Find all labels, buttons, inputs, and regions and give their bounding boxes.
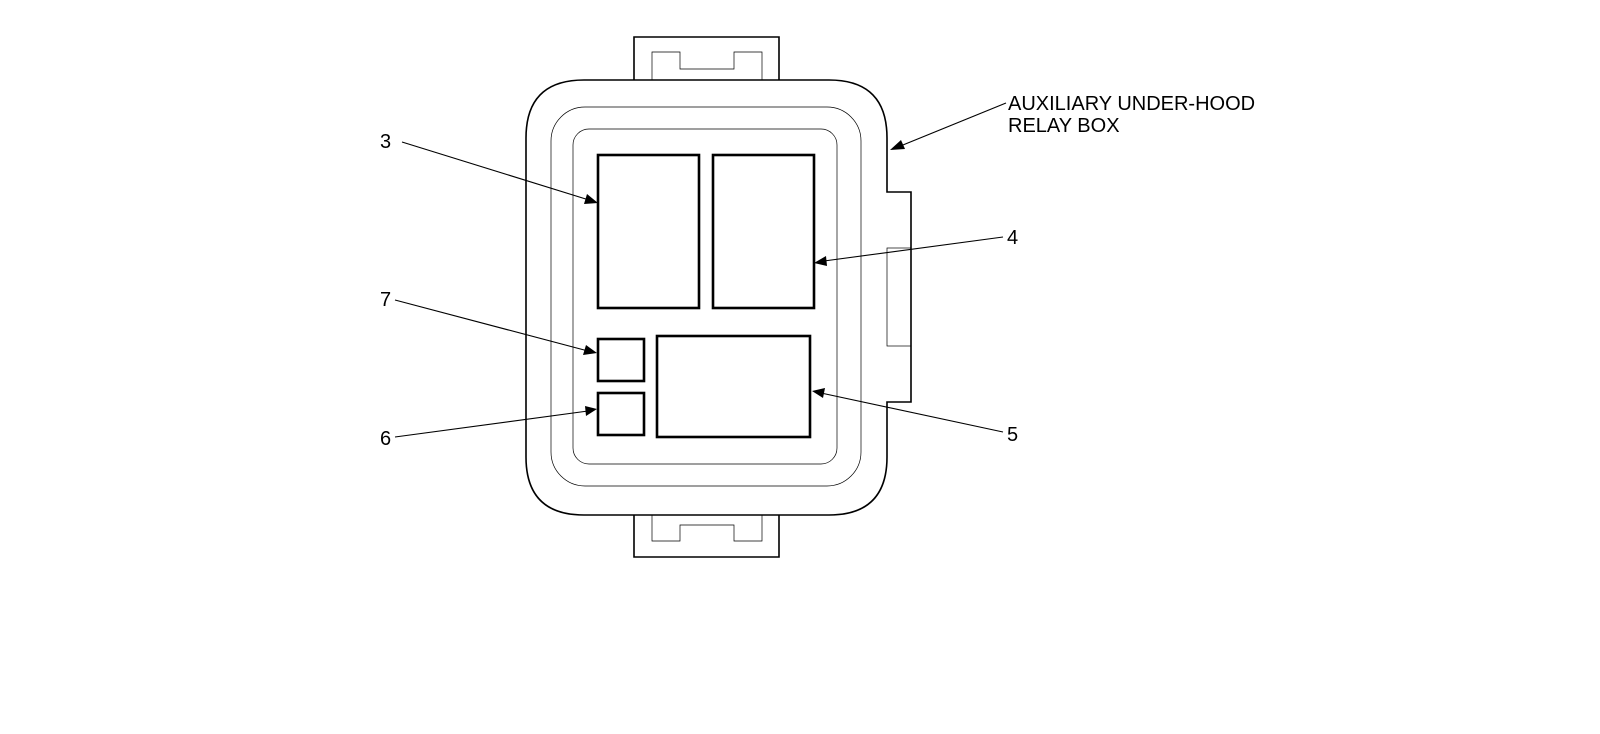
relay-slot-3 bbox=[596, 153, 701, 310]
leader-line-box bbox=[897, 102, 1007, 148]
callout-3: 3 bbox=[380, 131, 391, 153]
leader-line-3 bbox=[401, 141, 590, 201]
housing-outline bbox=[525, 79, 912, 516]
leader-line-6 bbox=[394, 410, 589, 438]
inner-wall bbox=[572, 128, 838, 465]
leader-line-4 bbox=[823, 236, 1004, 262]
callout-4: 4 bbox=[1007, 227, 1018, 249]
bottom-latch-tab bbox=[633, 515, 780, 558]
leader-line-7 bbox=[394, 299, 589, 352]
arrowhead-box bbox=[890, 140, 905, 150]
inner-seal-ring bbox=[550, 106, 862, 487]
leader-line-5 bbox=[820, 392, 1004, 433]
callout-6: 6 bbox=[380, 428, 391, 450]
arrowhead-3 bbox=[584, 194, 598, 204]
side-rib bbox=[886, 247, 912, 347]
arrowhead-7 bbox=[583, 345, 597, 355]
arrowhead-4 bbox=[814, 256, 827, 266]
relay-slot-4 bbox=[711, 153, 816, 310]
fuse-slot-6 bbox=[596, 391, 646, 437]
box-label-line-2: RELAY BOX bbox=[1008, 115, 1120, 137]
top-latch-tab bbox=[633, 36, 780, 80]
fuse-slot-7 bbox=[596, 337, 646, 383]
relay-slot-5 bbox=[655, 334, 812, 439]
arrowhead-5 bbox=[812, 388, 825, 398]
arrowhead-6 bbox=[585, 406, 597, 416]
callout-7: 7 bbox=[380, 289, 391, 311]
callout-5: 5 bbox=[1007, 424, 1018, 446]
box-label-line-1: AUXILIARY UNDER-HOOD bbox=[1008, 93, 1255, 115]
